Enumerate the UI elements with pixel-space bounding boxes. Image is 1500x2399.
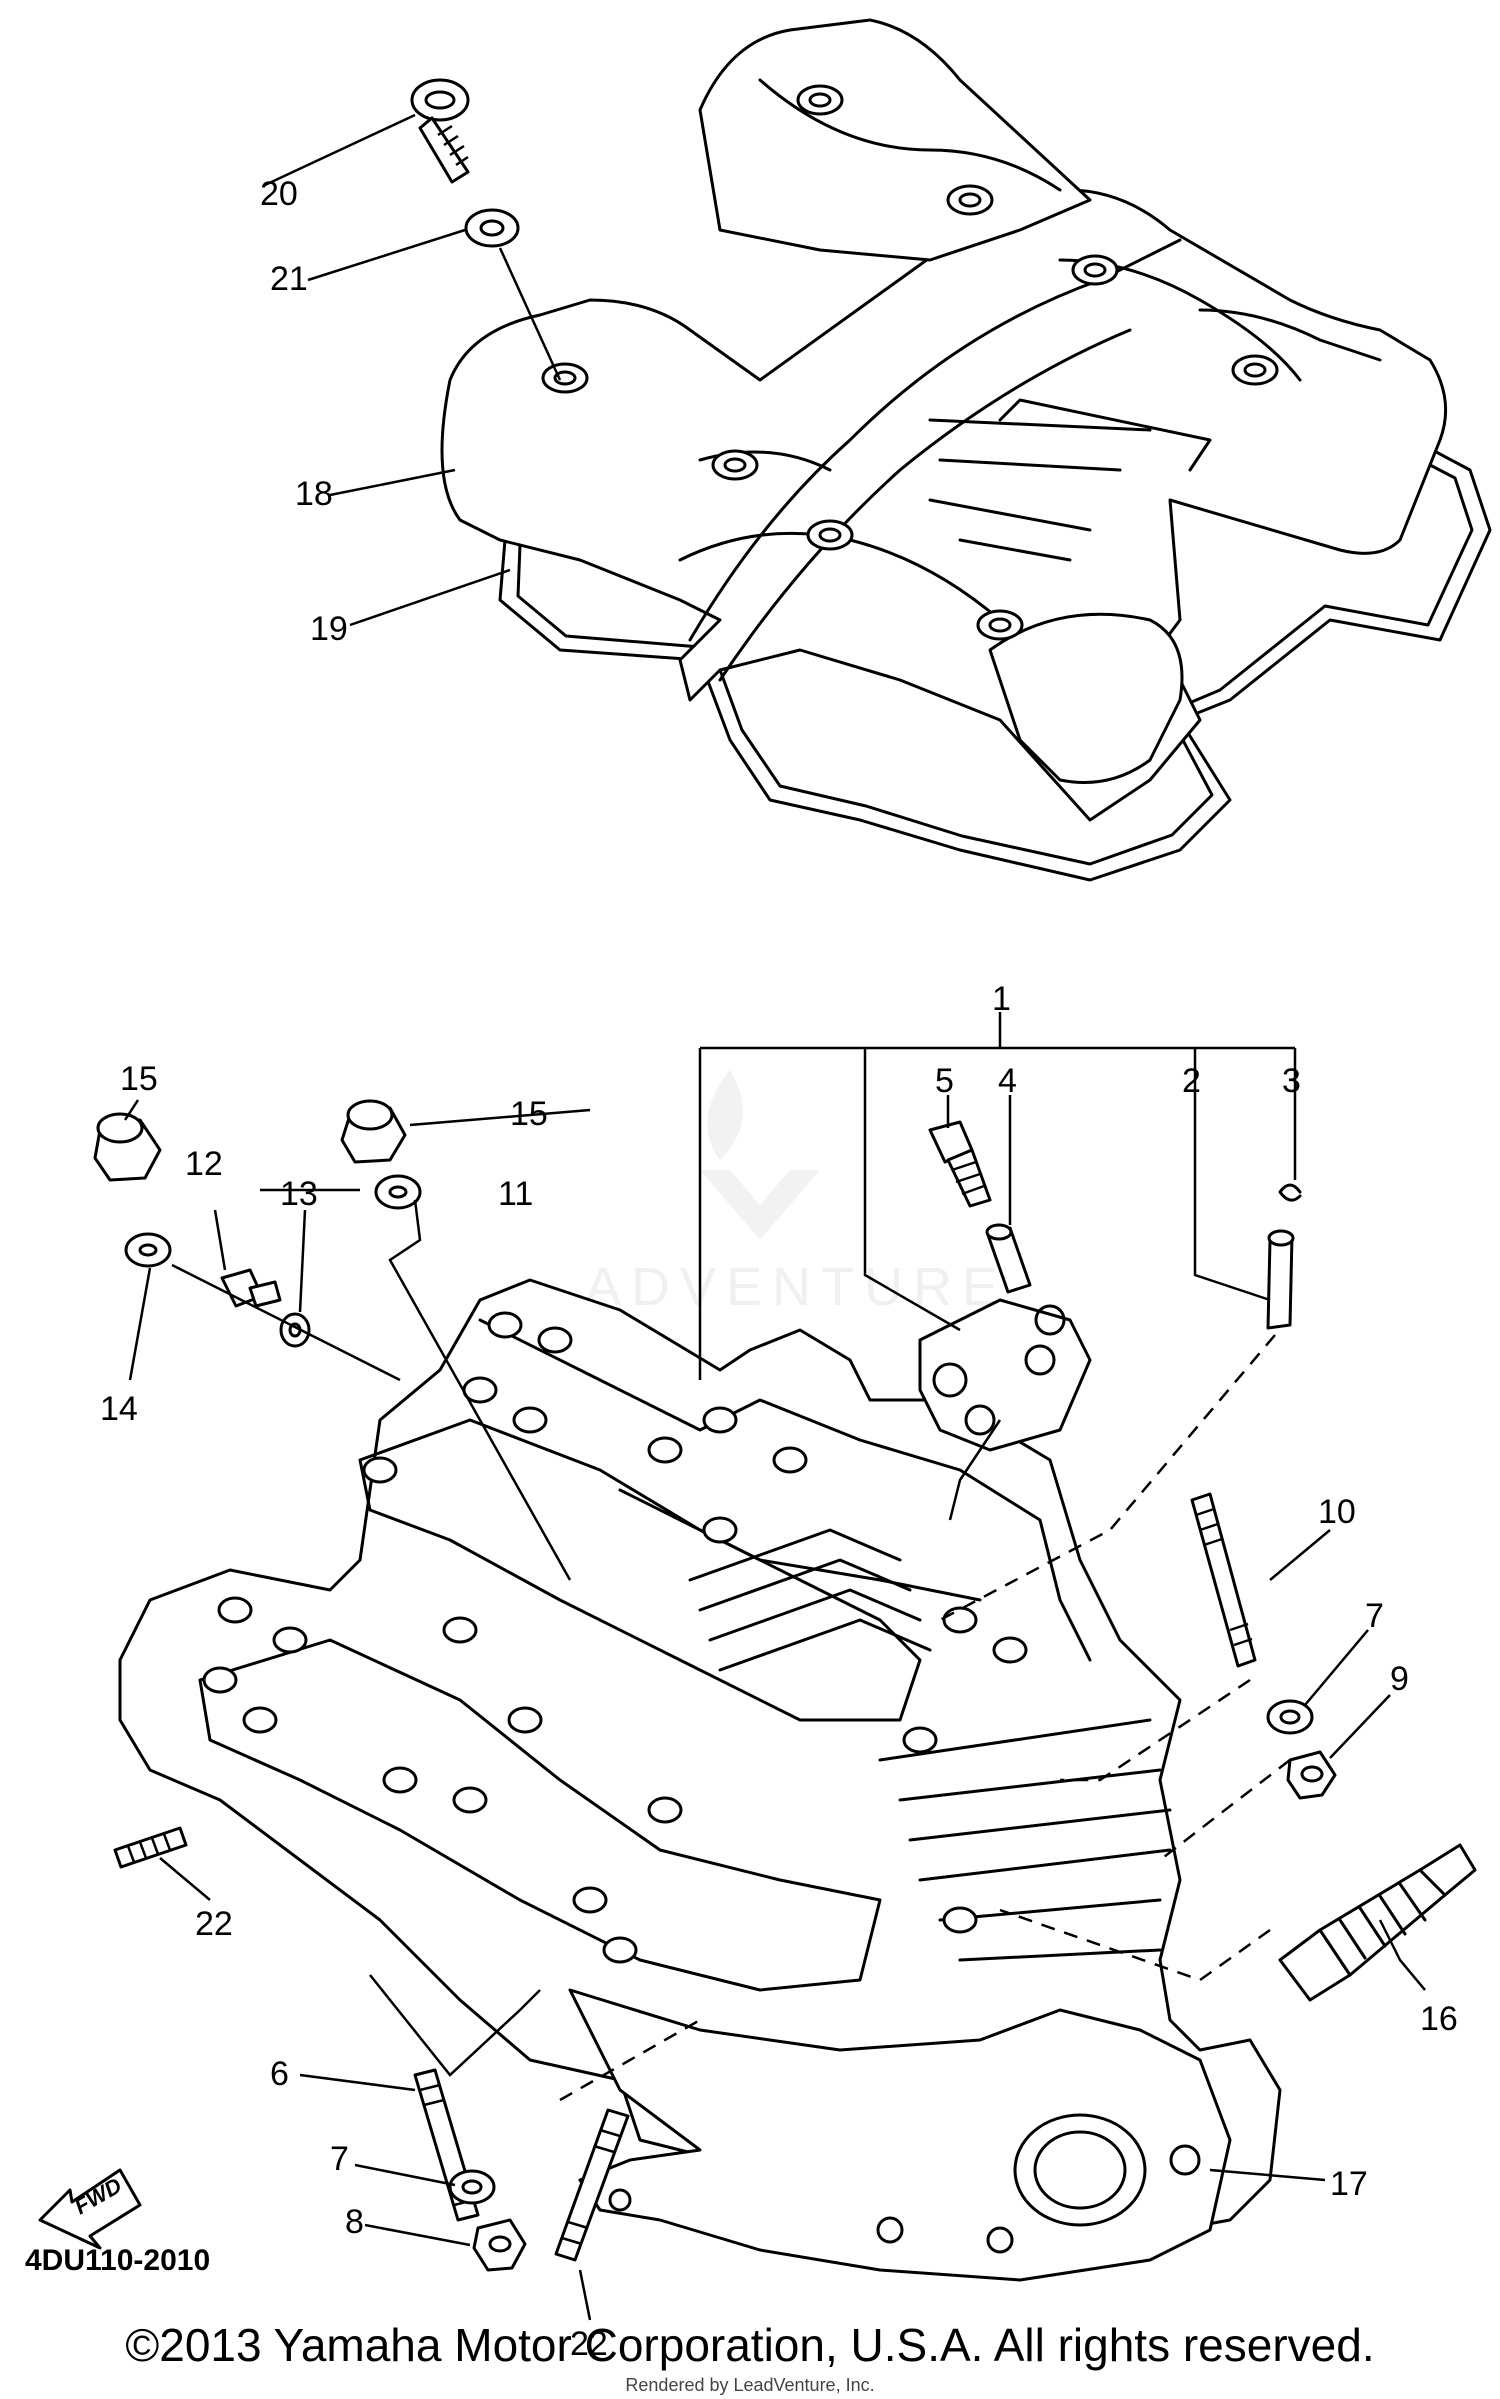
stud-bolt-10: [1190, 1492, 1257, 1668]
callout-7-left: 7: [330, 2140, 349, 2178]
callout-labels: 1 2 3 4 5 6 7 7 8 9 10 11 12 13 14 15 15…: [25, 175, 1458, 2363]
copyright-notice: ©2013 Yamaha Motor Corporation, U.S.A. A…: [125, 2319, 1375, 2371]
fwd-arrow: FWD: [38, 2168, 142, 2250]
clip-3: [1278, 1183, 1302, 1202]
spark-plug-16: [1278, 1843, 1477, 2002]
watermark-logo: ADVENTURE: [585, 1070, 1008, 1317]
stud-bolt-22-left: [113, 1826, 188, 1869]
callout-6: 6: [270, 2055, 289, 2093]
rendered-by-credit: Rendered by LeadVenture, Inc.: [625, 2375, 875, 2395]
callout-1: 1: [992, 980, 1011, 1018]
callout-2: 2: [1182, 1062, 1201, 1100]
callout-14: 14: [100, 1390, 138, 1428]
plug-15-top: [340, 1099, 407, 1164]
callout-22-left: 22: [195, 1905, 233, 1943]
nut-8: [472, 2218, 527, 2272]
callout-3: 3: [1282, 1062, 1301, 1100]
dowel-pin-4: [985, 1223, 1032, 1294]
valve-cover-assembly: [440, 18, 1492, 882]
callout-20: 20: [260, 175, 298, 213]
washer-7-right: [1266, 1699, 1314, 1735]
callout-21: 21: [270, 260, 308, 298]
callout-15-left: 15: [120, 1060, 158, 1098]
washer-7-left: [448, 2169, 496, 2205]
callout-11: 11: [498, 1175, 533, 1213]
callout-19: 19: [310, 610, 348, 648]
callout-16: 16: [1420, 2000, 1458, 2038]
callout-10: 10: [1318, 1493, 1356, 1531]
callout-12: 12: [185, 1145, 223, 1183]
diagram-code: 4DU110-2010: [25, 2244, 210, 2277]
leader-lines: [123, 113, 1426, 2321]
cam-cap-1: [918, 1298, 1092, 1452]
callout-13: 13: [280, 1175, 318, 1213]
washer-11: [374, 1174, 422, 1210]
callout-4: 4: [998, 1062, 1017, 1100]
pin-2: [1266, 1229, 1295, 1330]
callout-5: 5: [935, 1062, 954, 1100]
cap-bolt-heads: [202, 1311, 1028, 1964]
nut-9: [1286, 1750, 1337, 1800]
callout-18: 18: [295, 475, 333, 513]
callout-7-right: 7: [1365, 1597, 1384, 1635]
callout-17: 17: [1330, 2165, 1368, 2203]
plug-15-left: [93, 1112, 162, 1182]
callout-22-bottom: 22: [570, 2325, 608, 2363]
callout-8: 8: [345, 2203, 364, 2241]
cylinder-head-assembly: [118, 1278, 1282, 2282]
callout-9: 9: [1390, 1660, 1409, 1698]
callout-15-top: 15: [510, 1095, 548, 1133]
washer-21: [464, 208, 520, 248]
bolt-5: [928, 1120, 992, 1208]
stud-bolt-22-bottom: [554, 2108, 630, 2262]
washer-13: [279, 1312, 311, 1348]
cover-bolt-holes: [541, 84, 1279, 641]
bolt-12: [220, 1268, 282, 1308]
washer-14: [124, 1232, 172, 1268]
watermark-text: ADVENTURE: [585, 1257, 1008, 1317]
bolt-20: [410, 78, 470, 184]
